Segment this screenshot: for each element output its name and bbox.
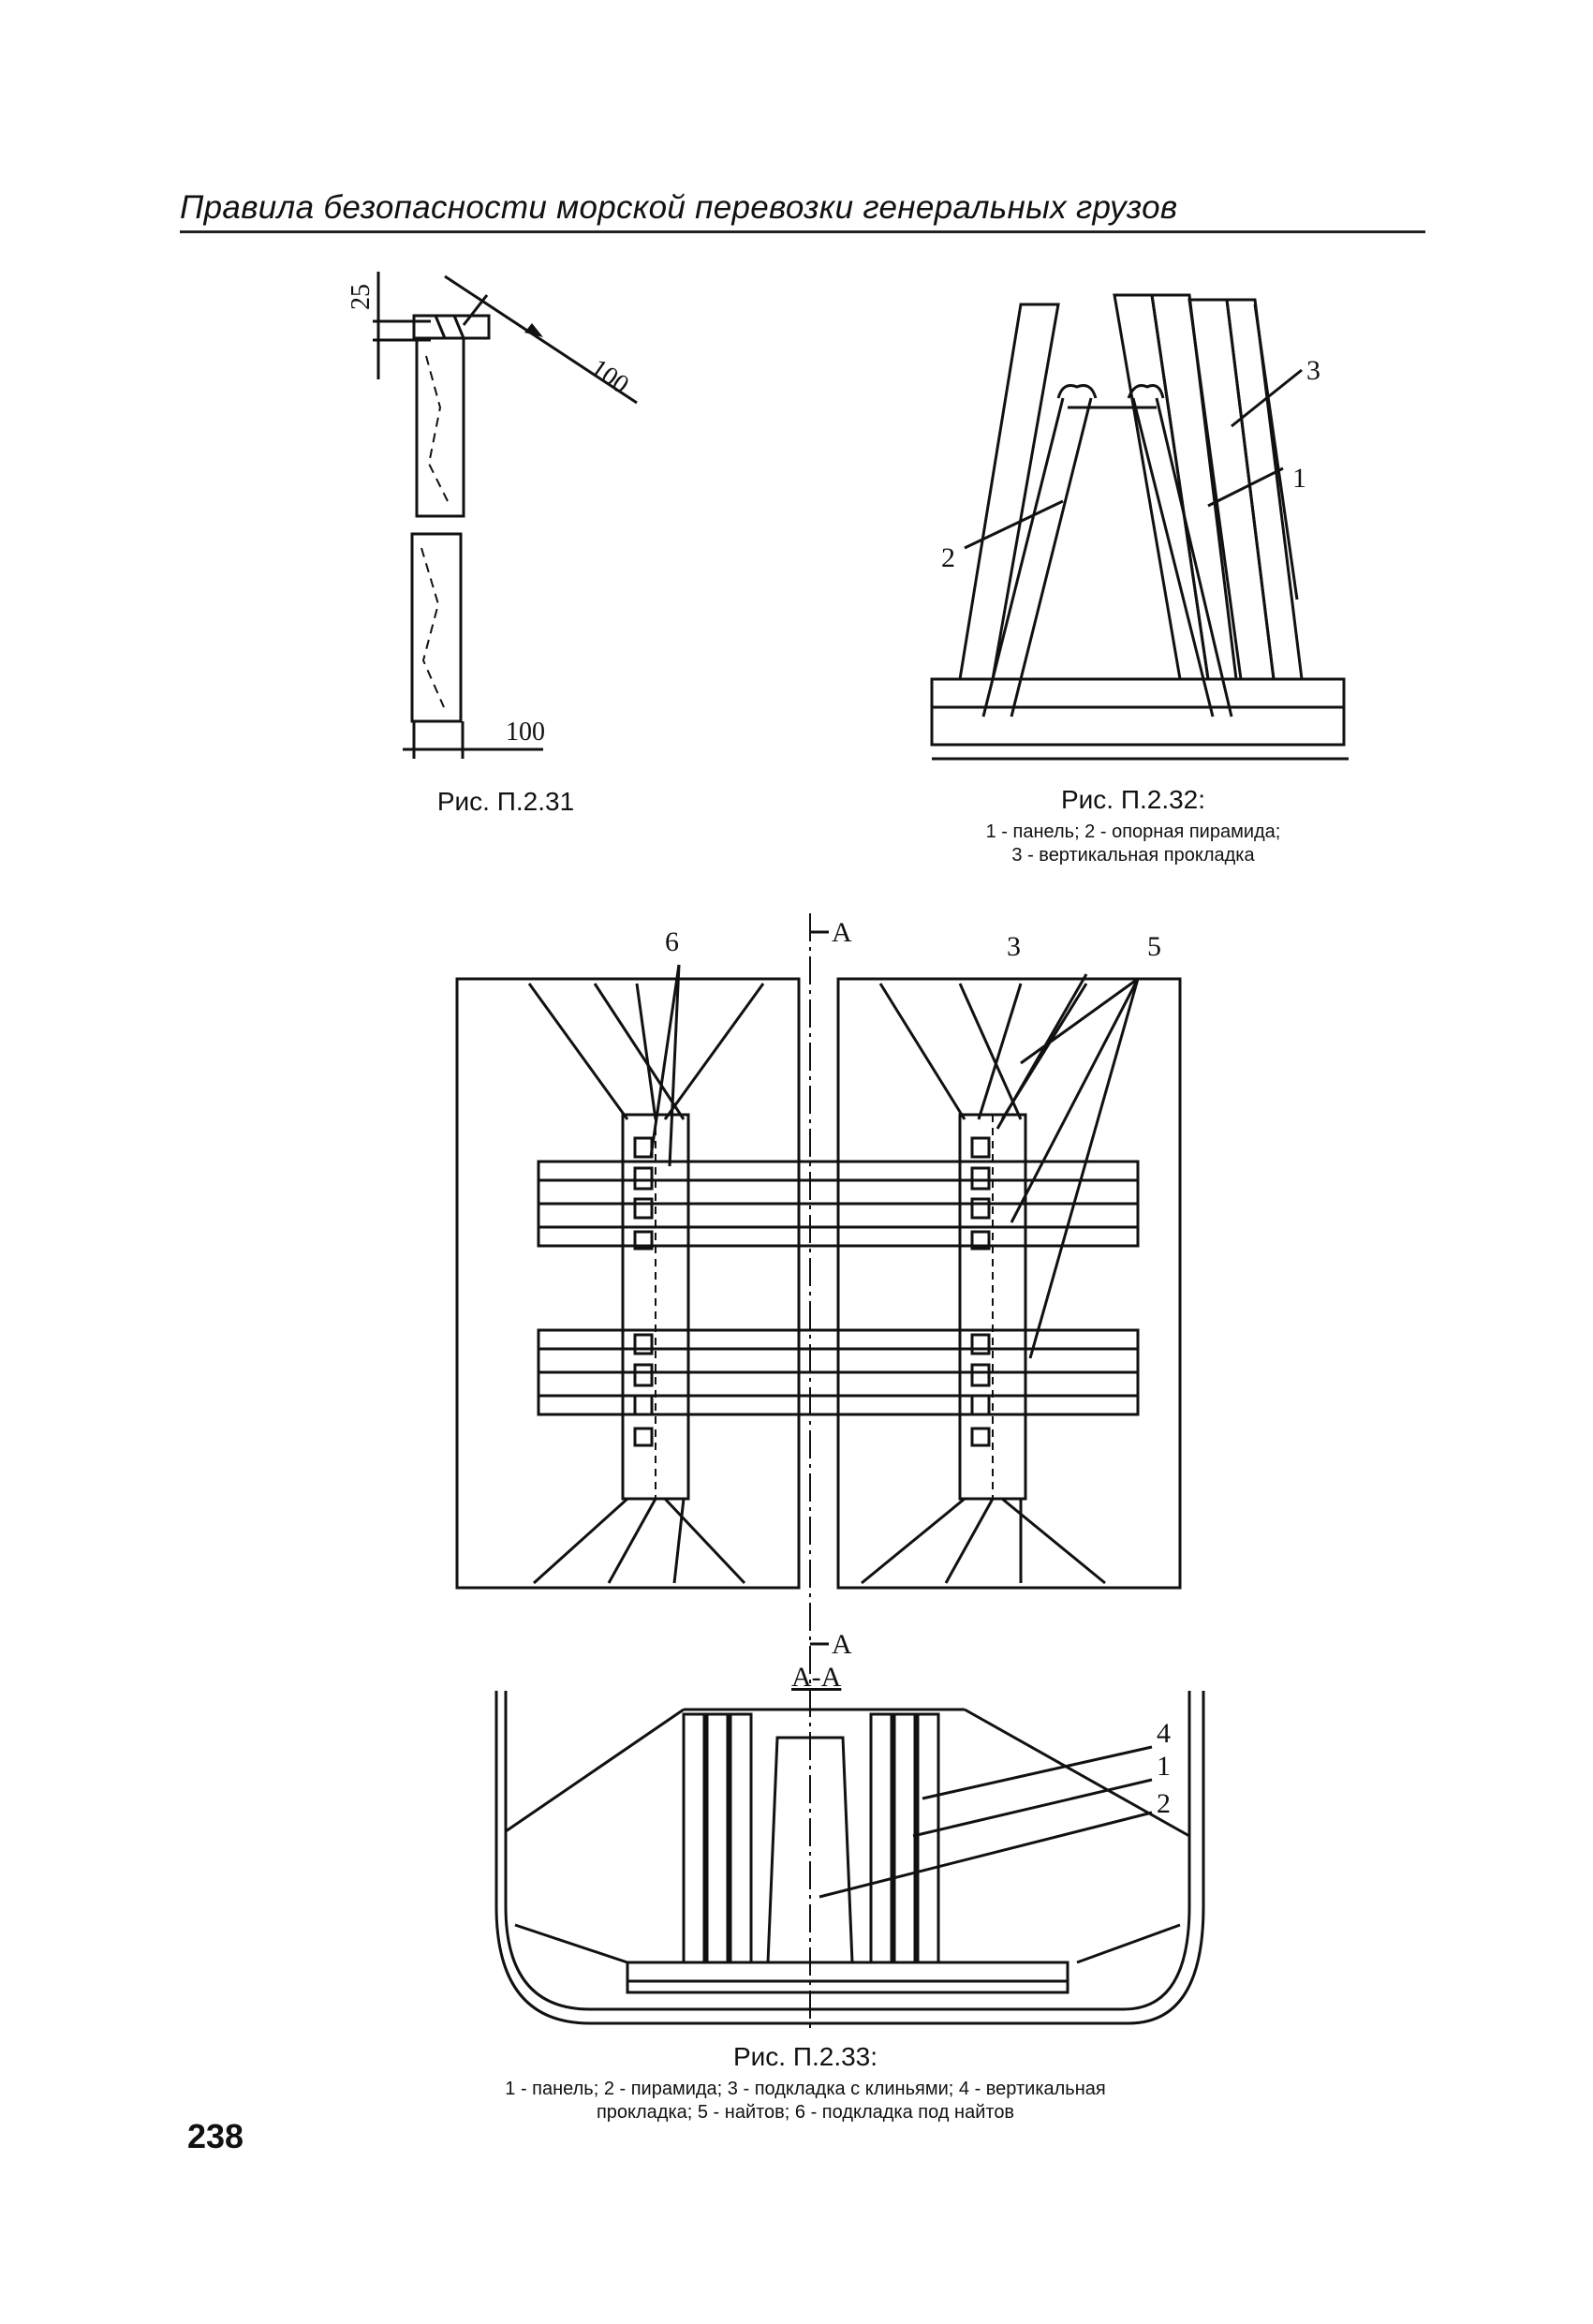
fig33-legend-line2: прокладка; 5 - найтов; 6 - подкладка под… bbox=[596, 2102, 1015, 2123]
section-title: A-A bbox=[791, 1662, 842, 1693]
figure-p2-31: 25 100 100 bbox=[347, 272, 638, 759]
section-mark-top: A bbox=[832, 917, 852, 948]
fig33-caption-block: Рис. П.2.33: 1 - панель; 2 - пирамида; 3… bbox=[375, 2042, 1236, 2124]
fig33-label-4: 4 bbox=[1157, 1718, 1171, 1749]
figure-p2-32: 2 1 3 bbox=[930, 293, 1349, 761]
fig31-caption: Рис. П.2.31 bbox=[436, 787, 575, 816]
dim-label-100-diagonal: 100 bbox=[585, 353, 634, 399]
fig33-label-2: 2 bbox=[1157, 1788, 1171, 1819]
fig33-label-5: 5 bbox=[1147, 931, 1161, 962]
fig33-label-1: 1 bbox=[1157, 1751, 1171, 1782]
dim-label-25: 25 bbox=[347, 284, 376, 310]
dim-label-100-bottom: 100 bbox=[506, 718, 545, 747]
fig33-label-3: 3 bbox=[1007, 931, 1021, 962]
section-mark-bottom: A bbox=[832, 1629, 852, 1660]
figure-p2-33: 6 3 5 A A A-A 4 1 2 bbox=[455, 913, 1205, 2033]
page-number: 238 bbox=[187, 2117, 244, 2155]
fig32-legend-line1: 1 - панель; 2 - опорная пирамида; bbox=[985, 822, 1281, 842]
fig32-label-2: 2 bbox=[941, 542, 955, 573]
fig33-label-6: 6 bbox=[665, 926, 679, 957]
fig32-caption: Рис. П.2.32: bbox=[1060, 785, 1206, 814]
fig32-caption-block: Рис. П.2.32: 1 - панель; 2 - опорная пир… bbox=[918, 785, 1349, 867]
running-header: Правила безопасности морской перевозки г… bbox=[180, 189, 1425, 233]
header-title: Правила безопасности морской перевозки г… bbox=[180, 189, 1178, 226]
fig32-legend-line2: 3 - вертикальная прокладка bbox=[1011, 845, 1255, 866]
fig33-caption: Рис. П.2.33: bbox=[732, 2042, 878, 2071]
fig32-label-3: 3 bbox=[1306, 355, 1320, 386]
fig32-label-1: 1 bbox=[1292, 463, 1306, 494]
fig33-legend-line1: 1 - панель; 2 - пирамида; 3 - подкладка … bbox=[505, 2079, 1106, 2099]
